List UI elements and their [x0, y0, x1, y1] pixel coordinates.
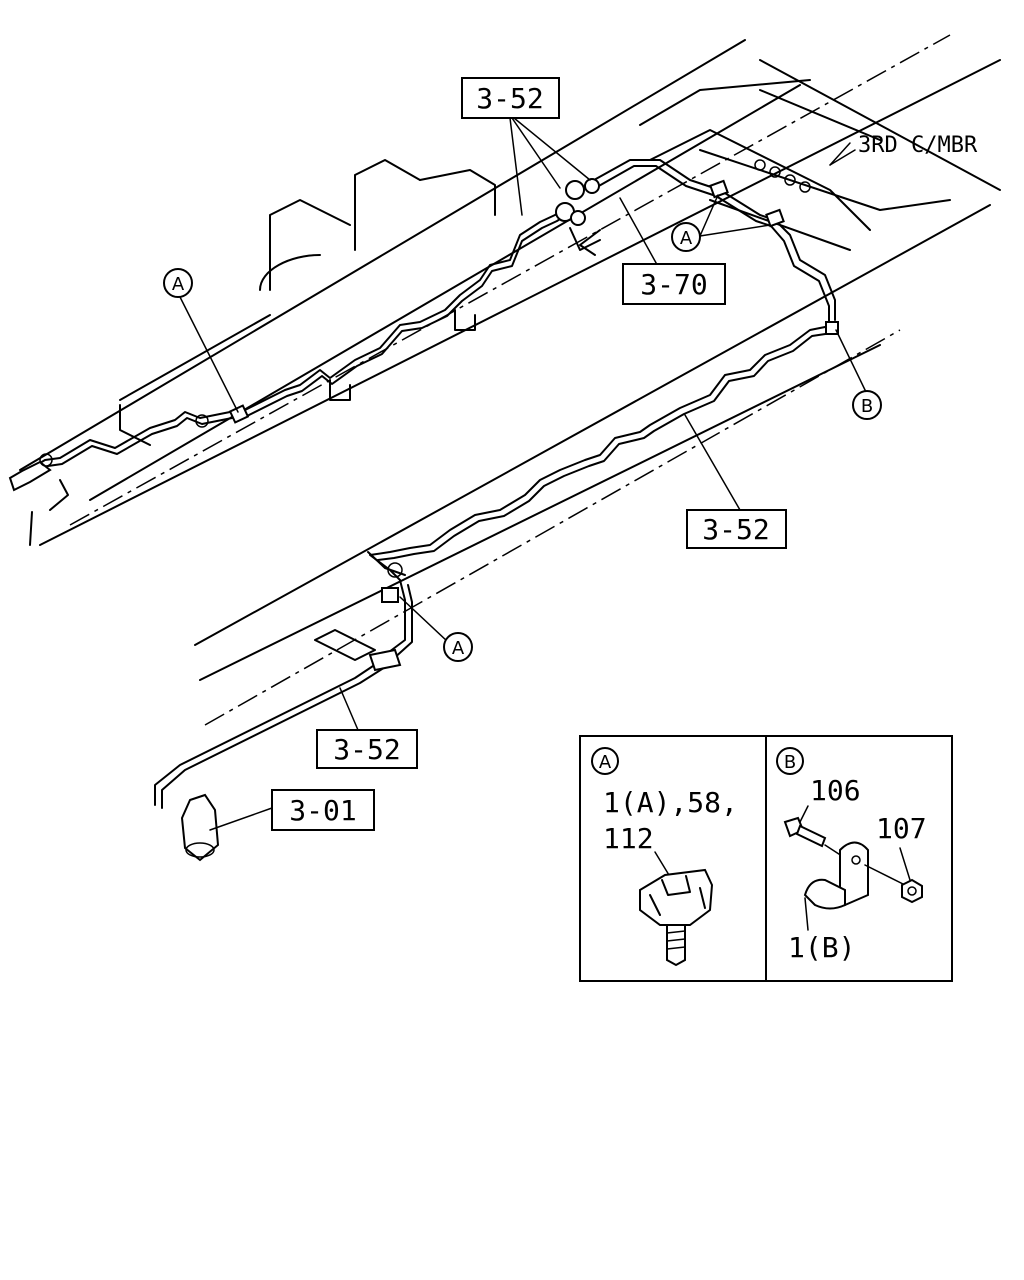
callout-a-left: A: [163, 268, 193, 298]
upper-frame-rail: [19, 34, 1001, 546]
ref-label-bottom-text: 3-01: [289, 794, 356, 827]
detail-b-clip-label: 1(B): [788, 931, 855, 964]
brake-pipe-lower: [154, 324, 836, 809]
lower-frame-rail: [194, 204, 991, 726]
detail-a-parts-line2: 112: [603, 822, 654, 855]
tank-blocks: [119, 159, 601, 446]
flex-hose-fitting: [180, 793, 220, 862]
bracket-illustration: [803, 841, 869, 910]
ref-label-top: 3-52: [461, 77, 560, 119]
three-way-valve: [555, 178, 601, 251]
crossmember-label: 3RD C/MBR: [858, 133, 978, 158]
callout-a-lower-text: A: [452, 638, 465, 659]
detail-a-parts-line1: 1(A),58,: [603, 786, 738, 819]
ref-label-top-text: 3-52: [476, 82, 543, 115]
callout-b: B: [852, 390, 882, 420]
clips-and-fittings: [8, 178, 839, 862]
brake-pipe-upper: [14, 159, 836, 485]
detail-b-letter: B: [784, 752, 796, 773]
nut-illustration: [901, 878, 923, 904]
leader-lines: [179, 117, 867, 831]
ref-label-bottom: 3-01: [271, 789, 375, 831]
ref-label-mid: 3-70: [622, 263, 726, 305]
detail-a-letter: A: [599, 752, 612, 773]
detail-b-nut-label: 107: [876, 812, 927, 845]
detail-panel: A 1(A),58, 112 B 106 107 1(B): [579, 735, 953, 982]
bolt-illustration: [783, 816, 827, 848]
callout-a-left-text: A: [172, 274, 185, 295]
ref-label-mid-text: 3-70: [640, 268, 707, 301]
detail-b-bolt-label: 106: [810, 774, 861, 807]
detail-b: B 106 107 1(B): [776, 747, 927, 964]
ref-label-lower: 3-52: [316, 729, 418, 769]
ref-label-right: 3-52: [686, 509, 787, 549]
callout-a-upper-right: A: [671, 222, 701, 252]
ref-label-lower-text: 3-52: [333, 733, 400, 766]
detail-a: A 1(A),58, 112: [591, 747, 738, 967]
callout-b-text: B: [861, 396, 873, 417]
ref-label-right-text: 3-52: [702, 513, 769, 546]
push-clip-illustration: [639, 868, 714, 967]
callout-a-lower: A: [443, 632, 473, 662]
callout-a-upper-right-text: A: [680, 228, 693, 249]
